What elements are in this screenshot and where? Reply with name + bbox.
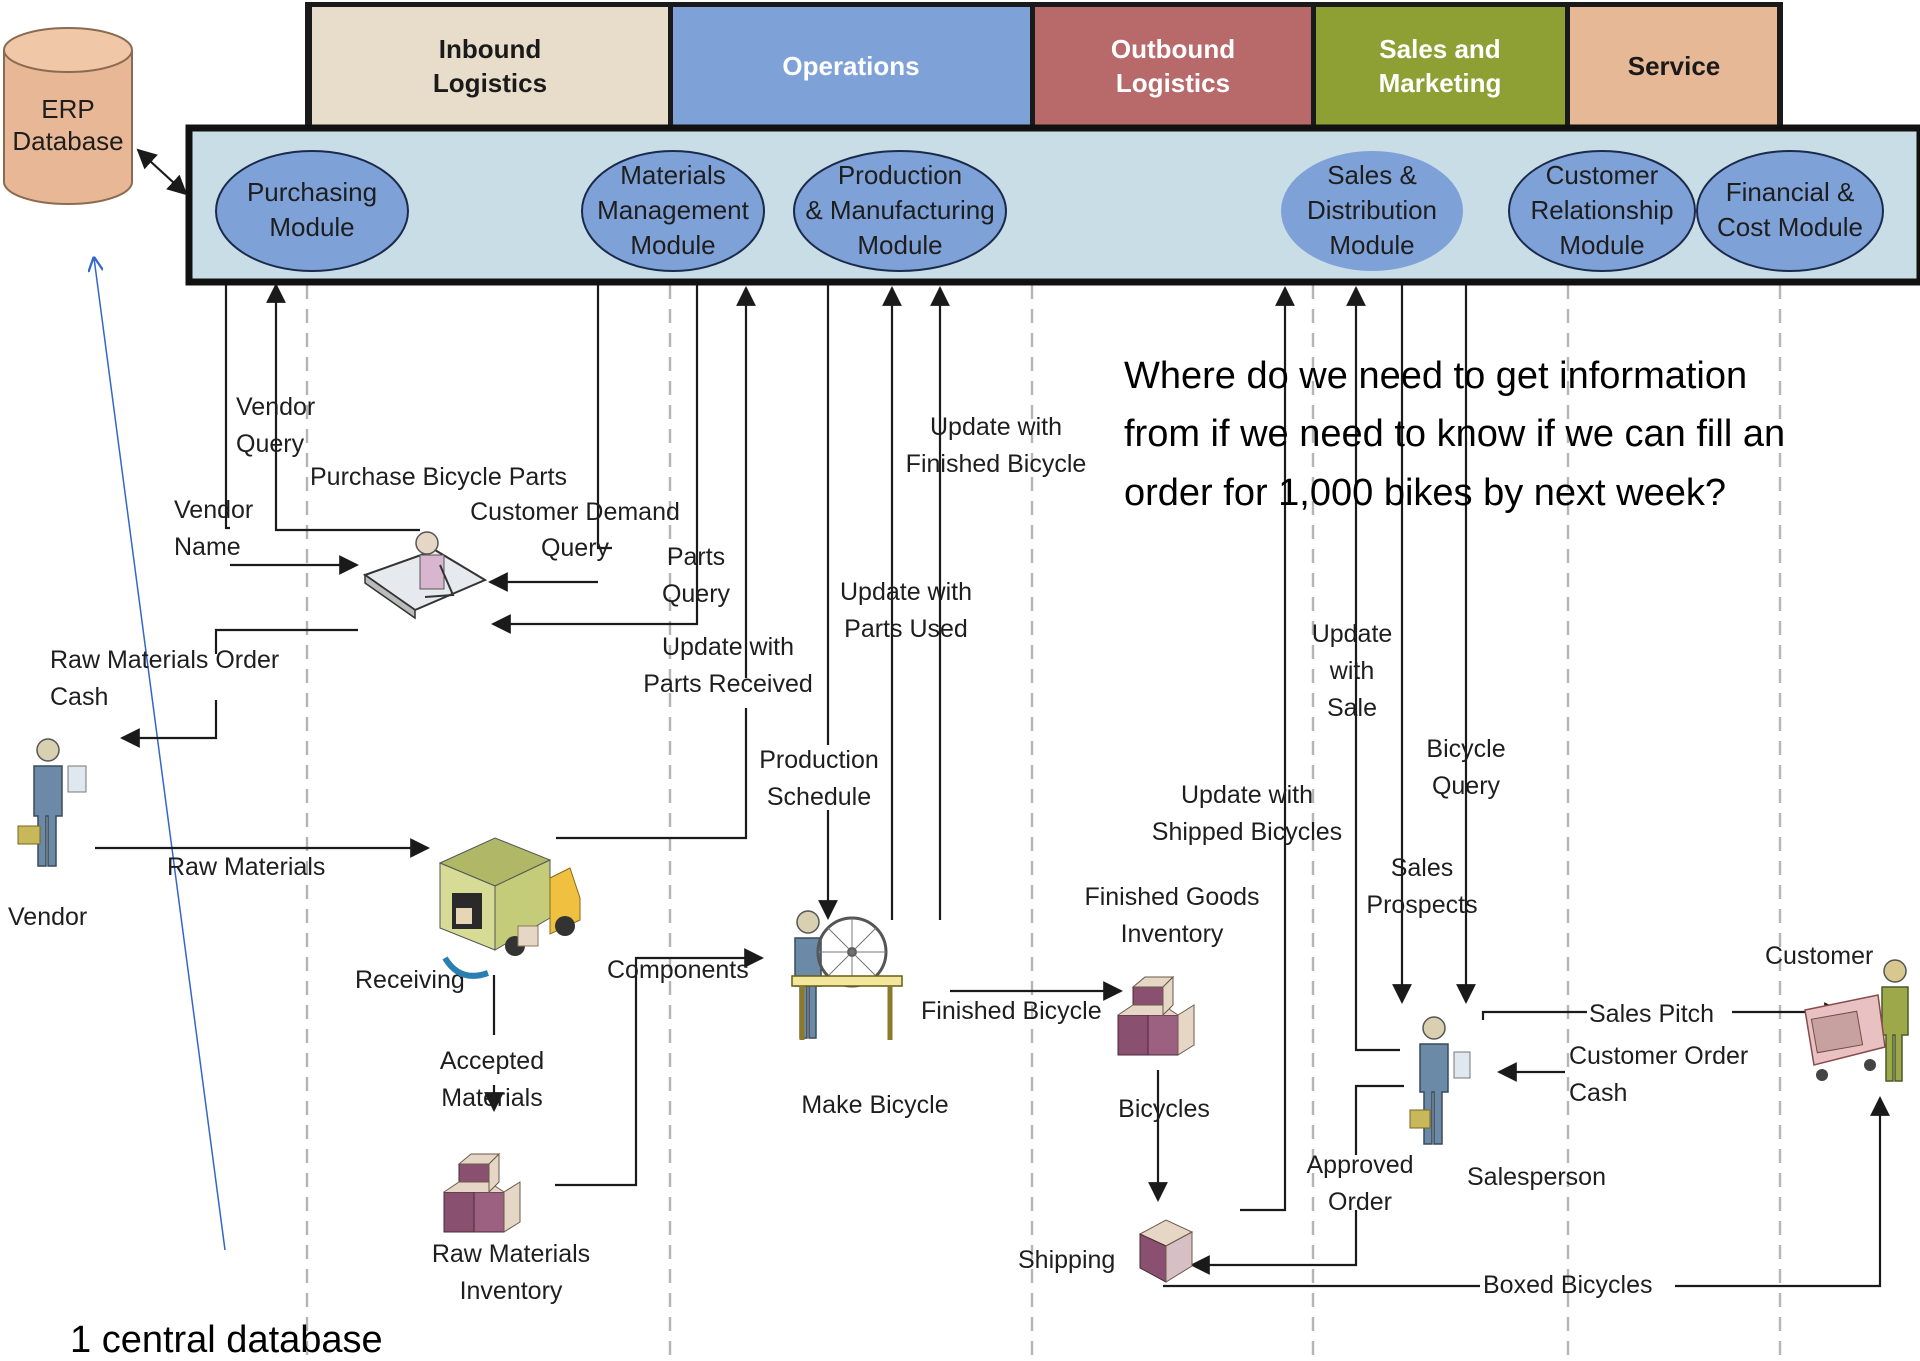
label-raw-materials: Raw Materials <box>167 853 325 881</box>
label-customer: Customer <box>1765 942 1873 970</box>
finished-goods-boxes-icon <box>1117 975 1195 1056</box>
materials-management-module <box>581 150 765 272</box>
shipping-box-icon <box>1138 1219 1194 1283</box>
vendor-person-icon <box>17 738 87 867</box>
label-salesperson: Salesperson <box>1467 1163 1606 1191</box>
label-components: Components <box>607 956 749 984</box>
label-boxed-bicycles: Boxed Bicycles <box>1483 1271 1653 1299</box>
module-label-5: Financial &Cost Module <box>1717 177 1863 242</box>
central-db-pointer-arrow <box>94 258 226 1251</box>
header-col-sales <box>1316 7 1565 125</box>
sales-distribution-module <box>1281 151 1463 271</box>
label-vendor: Vendor <box>8 903 87 931</box>
db-link-arrow <box>136 148 188 196</box>
label-finished-bicycle: Finished Bicycle <box>921 997 1102 1025</box>
salesperson-icon <box>1409 1016 1471 1145</box>
assembler-person-icon <box>791 910 903 1040</box>
purchasing-module <box>215 150 409 272</box>
raw-materials-boxes-icon <box>443 1152 521 1233</box>
label-purchase-parts: Purchase Bicycle Parts <box>310 463 567 491</box>
header-col-outbound <box>1035 7 1311 125</box>
receiving-truck-icon <box>438 837 581 979</box>
label-sales-pitch: Sales Pitch <box>1589 1000 1714 1028</box>
label-make-bicycle: Make Bicycle <box>801 1091 948 1119</box>
customer-relationship-module <box>1508 150 1696 272</box>
central-database-caption: 1 central database <box>70 1319 383 1361</box>
purchasing-clerk-icon <box>362 531 488 620</box>
label-shipping: Shipping <box>1018 1246 1115 1274</box>
header-service-label: Service <box>1628 51 1721 81</box>
label-receiving: Receiving <box>355 966 465 994</box>
header-operations-label: Operations <box>782 51 919 81</box>
header-col-inbound <box>312 7 668 125</box>
customer-with-cart-icon <box>1804 959 1909 1082</box>
connectors <box>95 283 1890 1288</box>
column-separators <box>305 285 1782 1361</box>
production-manufacturing-module <box>793 150 1007 272</box>
financial-cost-module <box>1696 150 1884 272</box>
header-col-service <box>1570 7 1777 125</box>
header-col-operations <box>673 7 1030 125</box>
label-bicycles: Bicycles <box>1118 1095 1210 1123</box>
